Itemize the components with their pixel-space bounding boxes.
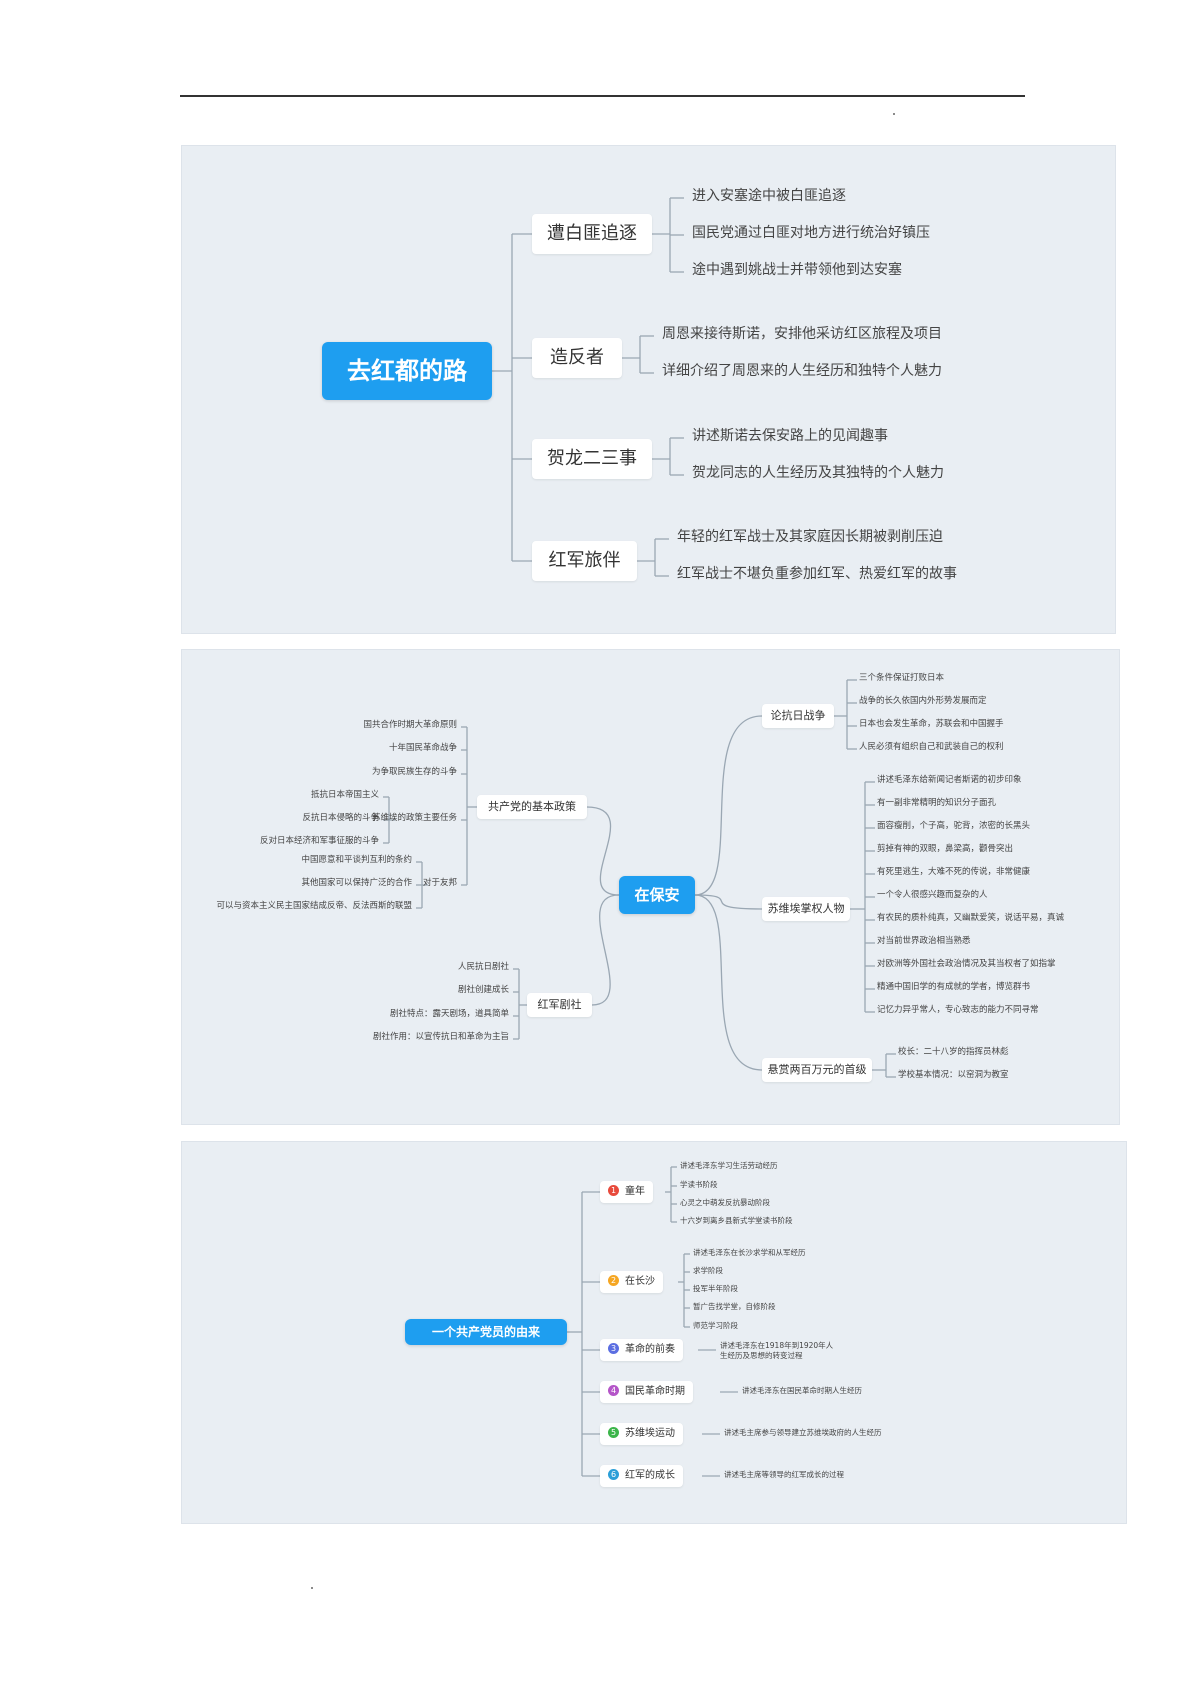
leaf-text: 人民抗日剧社	[457, 962, 509, 972]
number-badge: 3	[608, 1343, 619, 1354]
branch-node: 5 苏维埃运动	[600, 1423, 683, 1445]
leaf-text: 途中遇到姚战士并带领他到达安塞	[692, 262, 902, 278]
leaf-text: 暂广告找学堂，自修阶段	[693, 1302, 776, 1311]
number-badge: 4	[608, 1385, 619, 1396]
leaf-text: 国民党通过白匪对地方进行统治好镇压	[692, 225, 930, 241]
branch-node: 4 国民革命时期	[600, 1381, 693, 1403]
branch-node: 论抗日战争	[762, 704, 834, 728]
branch-node: 遭白匪追逐	[532, 214, 652, 254]
branch-node: 3 革命的前奏	[600, 1339, 683, 1361]
connector-line	[694, 894, 763, 1071]
root-node: 一个共产党员的由来	[405, 1319, 567, 1345]
leaf-text: 有一副非常精明的知识分子面孔	[877, 798, 997, 808]
leaf-text: 苏维埃的政策主要任务	[371, 813, 457, 823]
number-badge: 6	[608, 1469, 619, 1480]
branch-label: 国民革命时期	[625, 1386, 685, 1397]
branch-node: 共产党的基本政策	[477, 795, 587, 819]
leaf-text: 学读书阶段	[680, 1180, 718, 1189]
leaf-text: 有死里逃生，大难不死的传说，非常健康	[877, 867, 1031, 877]
branch-node: 红军剧社	[527, 993, 592, 1017]
connector-line	[591, 894, 620, 1006]
leaf-text: 剧社创建成长	[457, 985, 509, 995]
leaf-text: 有农民的质朴纯真，又幽默爱笑，说话平易，真诚	[877, 913, 1065, 923]
branch-node: 悬赏两百万元的首级	[762, 1058, 872, 1082]
connector-line	[694, 715, 763, 896]
leaf-text: 面容瘦削，个子高，驼背，浓密的长黑头	[877, 821, 1031, 831]
root-node: 在保安	[619, 876, 695, 914]
header-dot	[893, 113, 895, 115]
leaf-text: 日本也会发生革命，苏联会和中国握手	[859, 719, 1004, 729]
leaf-text: 师范学习阶段	[693, 1321, 738, 1330]
root-node: 去红都的路	[322, 342, 492, 400]
leaf-text: 记忆力异乎常人，专心致志的能力不同寻常	[877, 1005, 1039, 1015]
leaf-text: 其他国家可以保持广泛的合作	[301, 878, 412, 888]
leaf-text: 红军战士不堪负重参加红军、热爱红军的故事	[677, 566, 957, 582]
leaf-text: 周恩来接待斯诺，安排他采访红区旅程及项目	[662, 326, 942, 342]
branch-label: 苏维埃运动	[625, 1428, 675, 1439]
leaf-text: 战争的长久依国内外形势发展而定	[859, 696, 987, 706]
leaf-text: 国共合作时期大革命原则	[363, 720, 457, 730]
mindmap-origin-of-communist: 一个共产党员的由来 1 童年 讲述毛泽东学习生活劳动经历学读书阶段心灵之中萌发反抗暴动…	[181, 1141, 1127, 1524]
leaf-text: 人民必须有组织自己和武装自己的权利	[859, 742, 1004, 752]
leaf-text: 一个令人很感兴趣而复杂的人	[877, 890, 988, 900]
connector-line	[694, 894, 763, 910]
branch-label: 在长沙	[625, 1276, 655, 1287]
leaf-text: 学校基本情况：以窑洞为教室	[898, 1070, 1009, 1080]
leaf-text: 十年国民革命战争	[388, 743, 457, 753]
leaf-text: 反抗日本侵略的斗争	[302, 813, 379, 823]
leaf-text: 投军半年阶段	[693, 1284, 738, 1293]
leaf-text: 讲述毛泽东学习生活劳动经历	[680, 1161, 778, 1170]
branch-label: 童年	[625, 1186, 645, 1197]
leaf-text: 讲述毛主席参与领导建立苏维埃政府的人生经历	[724, 1428, 882, 1437]
leaf-text: 中国愿意和平谈判互利的条约	[301, 855, 412, 865]
leaf-text: 求学阶段	[693, 1266, 723, 1275]
leaf-text: 对欧洲等外国社会政治情况及其当权者了如指掌	[877, 959, 1056, 969]
leaf-text: 剧社作用：以宣传抗日和革命为主旨	[372, 1032, 509, 1042]
header-rule	[180, 95, 1025, 97]
branch-label: 革命的前奏	[625, 1344, 675, 1355]
branch-node: 苏维埃掌权人物	[762, 897, 850, 921]
connector-lines	[492, 197, 684, 577]
leaf-text: 校长：二十八岁的指挥员林彪	[898, 1047, 1009, 1057]
mindmap-road-to-red-capital: 去红都的路 遭白匪追逐 进入安塞途中被白匪追逐国民党通过白匪对地方进行统治好镇压途中…	[181, 145, 1116, 634]
leaf-text: 对当前世界政治相当熟悉	[877, 936, 971, 946]
leaf-text: 讲述毛泽东在1918年到1920年人生经历及思想的转变过程	[720, 1341, 834, 1360]
number-badge: 5	[608, 1427, 619, 1438]
leaf-text: 年轻的红军战士及其家庭因长期被剥削压迫	[677, 529, 943, 545]
leaf-text: 进入安塞途中被白匪追逐	[692, 188, 846, 204]
leaf-text: 剧社特点：露天剧场，道具简单	[389, 1009, 509, 1019]
branch-node: 2 在长沙	[600, 1271, 663, 1293]
branch-label: 红军的成长	[625, 1470, 675, 1481]
leaf-text: 十六岁到离乡县新式学堂读书阶段	[680, 1216, 793, 1225]
leaf-text: 详细介绍了周恩来的人生经历和独特个人魅力	[662, 363, 942, 379]
number-badge: 1	[608, 1185, 619, 1196]
leaf-text: 反对日本经济和军事征服的斗争	[259, 836, 379, 846]
mindmap-in-baoan: 在保安 论抗日战争 三个条件保证打败日本战争的长久依国内外形势发展而定日本也会发生革…	[181, 649, 1120, 1125]
leaf-text: 贺龙同志的人生经历及其独特的个人魅力	[692, 465, 944, 481]
branch-node: 红军旅伴	[532, 541, 637, 581]
branch-node: 6 红军的成长	[600, 1465, 683, 1487]
branch-node: 造反者	[532, 338, 622, 378]
footer-dot	[311, 1587, 313, 1589]
leaf-text: 剪掉有神的双眼，鼻梁高，颧骨突出	[877, 844, 1014, 854]
leaf-text: 为争取民族生存的斗争	[371, 767, 457, 777]
branch-node: 1 童年	[600, 1181, 653, 1203]
connector-lines	[567, 1166, 738, 1477]
leaf-text: 精通中国旧学的有成就的学者，博览群书	[877, 982, 1031, 992]
leaf-text: 可以与资本主义民主国家结成反帝、反法西斯的联盟	[216, 901, 412, 911]
number-badge: 2	[608, 1275, 619, 1286]
leaf-text: 讲述毛主席等领导的红军成长的过程	[724, 1470, 844, 1479]
leaf-text: 讲述毛泽东在国民革命时期人生经历	[742, 1386, 862, 1395]
leaf-text: 对于友邦	[422, 878, 457, 888]
branch-node: 贺龙二三事	[532, 439, 652, 479]
connector-lines	[383, 679, 896, 1078]
leaf-text: 心灵之中萌发反抗暴动阶段	[680, 1198, 770, 1207]
leaf-text: 讲述斯诺去保安路上的见闻趣事	[692, 428, 888, 444]
leaf-text: 讲述毛泽东给新闻记者斯诺的初步印象	[877, 775, 1022, 785]
leaf-text: 抵抗日本帝国主义	[310, 790, 379, 800]
leaf-text: 讲述毛泽东在长沙求学和从军经历	[693, 1248, 806, 1257]
leaf-text: 三个条件保证打败日本	[859, 673, 945, 683]
connector-line	[586, 806, 620, 896]
